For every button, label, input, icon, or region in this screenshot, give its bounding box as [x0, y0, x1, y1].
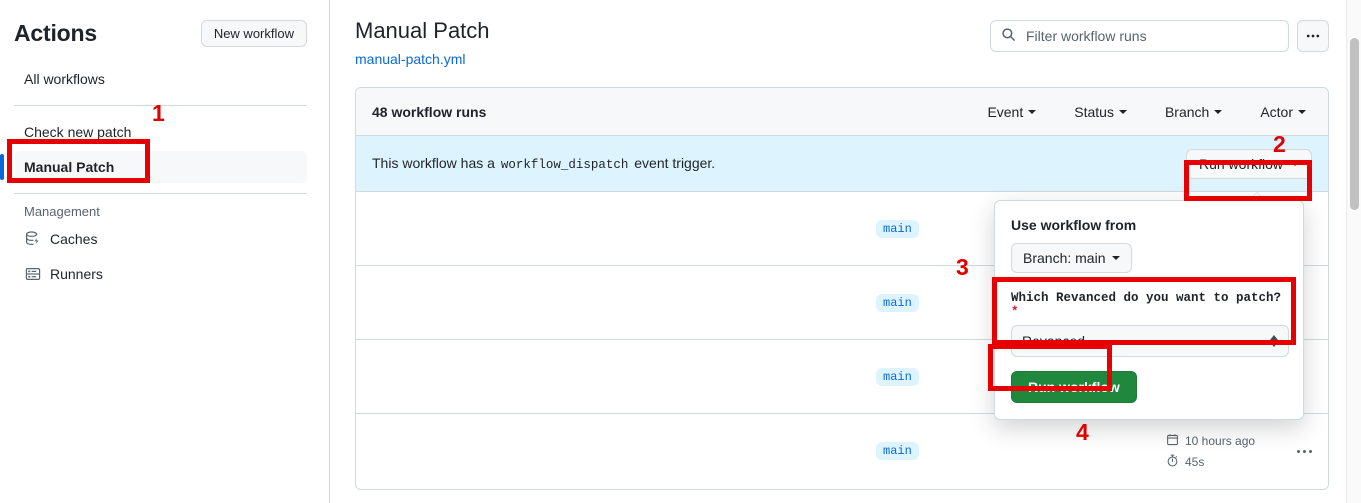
run-workflow-label: Run workflow — [1198, 155, 1283, 172]
run-timestamp: 10 hours ago — [1166, 433, 1255, 449]
revanced-select[interactable]: Revanced — [1011, 325, 1289, 357]
required-marker: * — [1011, 305, 1019, 319]
chevron-down-icon — [1298, 109, 1306, 114]
calendar-icon — [1166, 433, 1179, 449]
table-row[interactable]: main 10 hours ago — [356, 414, 1328, 488]
sidebar-header: Actions New workflow — [0, 0, 329, 47]
workflow-file-link[interactable]: manual-patch.yml — [355, 51, 466, 68]
branch-badge[interactable]: main — [876, 367, 919, 386]
filter-label: Event — [987, 103, 1024, 120]
sidebar-item-label: Runners — [50, 266, 103, 282]
branch-badge[interactable]: main — [876, 442, 919, 461]
filter-branch-button[interactable]: Branch — [1159, 103, 1228, 121]
sidebar-nav: All workflows Check new patch Manual Pat… — [0, 63, 329, 290]
vertical-scrollbar[interactable] — [1346, 0, 1361, 503]
dispatch-suffix: event trigger. — [634, 155, 716, 172]
branch-select-button[interactable]: Branch: main — [1011, 243, 1133, 273]
search-input[interactable] — [1024, 27, 1278, 45]
filter-event-button[interactable]: Event — [981, 103, 1042, 121]
sidebar-divider — [14, 193, 307, 194]
filter-status-button[interactable]: Status — [1068, 103, 1133, 121]
select-arrows-icon — [1270, 335, 1278, 347]
use-workflow-from-label: Use workflow from — [1011, 217, 1137, 233]
more-options-button[interactable] — [1297, 20, 1329, 52]
sidebar-item-caches[interactable]: Caches — [14, 223, 307, 255]
scrollbar-thumb[interactable] — [1350, 38, 1359, 210]
filter-actor-button[interactable]: Actor — [1254, 103, 1312, 121]
branch-badge[interactable]: main — [876, 219, 919, 238]
sidebar-item-check-new-patch[interactable]: Check new patch — [14, 116, 307, 148]
runs-panel-header: 48 workflow runs Event Status Branch Act… — [356, 88, 1328, 137]
workflow-title-block: Manual Patch manual-patch.yml — [355, 18, 490, 67]
run-duration: 45s — [1166, 454, 1255, 470]
filter-label: Branch — [1164, 103, 1210, 120]
sidebar-item-all-workflows[interactable]: All workflows — [14, 63, 307, 95]
duration-text: 45s — [1185, 454, 1205, 469]
dispatch-event-code: workflow_dispatch — [500, 158, 629, 173]
sidebar-item-label: Caches — [50, 231, 98, 247]
header-actions — [990, 18, 1329, 52]
submit-run-workflow-button[interactable]: Run workflow — [1011, 371, 1137, 403]
table-row[interactable]: main — [356, 266, 1328, 341]
sidebar: Actions New workflow All workflows Check… — [0, 0, 330, 503]
sidebar-section-management: Management — [24, 204, 100, 219]
filter-label: Status — [1074, 103, 1114, 120]
sidebar-divider — [14, 105, 307, 106]
run-workflow-dropdown-button[interactable]: Run workflow — [1185, 148, 1312, 179]
select-value: Revanced — [1022, 333, 1086, 349]
filter-label: Actor — [1260, 103, 1293, 120]
stopwatch-icon — [1166, 454, 1179, 470]
chevron-down-icon — [1118, 109, 1127, 114]
sidebar-item-label: Check new patch — [24, 124, 132, 140]
run-meta: 10 hours ago 45s — [1166, 433, 1255, 470]
page-title: Actions — [14, 20, 97, 46]
sidebar-item-runners[interactable]: Runners — [14, 258, 307, 290]
table-row[interactable]: main — [356, 192, 1328, 267]
row-more-options-button[interactable] — [1297, 449, 1312, 453]
dispatch-banner-text: This workflow has a workflow_dispatch ev… — [372, 155, 715, 172]
chevron-down-icon — [1112, 256, 1121, 260]
runs-count-label: 48 workflow runs — [372, 103, 487, 120]
chevron-down-icon — [1214, 109, 1223, 114]
timestamp-text: 10 hours ago — [1185, 433, 1256, 448]
branch-badge[interactable]: main — [876, 293, 919, 312]
branch-select-label: Branch: main — [1023, 250, 1106, 266]
dispatch-prefix: This workflow has a — [372, 155, 495, 172]
cache-icon — [24, 230, 42, 248]
sidebar-item-label: Manual Patch — [24, 159, 115, 175]
run-workflow-dropdown-panel: Use workflow from Branch: main Which Rev… — [994, 200, 1304, 420]
field-label-text: Which Revanced do you want to patch? — [1011, 291, 1282, 305]
input-field-label: Which Revanced do you want to patch? * — [1011, 291, 1287, 319]
runs-filters: Event Status Branch Actor — [981, 103, 1312, 121]
new-workflow-button[interactable]: New workflow — [200, 20, 307, 47]
sidebar-item-manual-patch[interactable]: Manual Patch — [0, 151, 307, 183]
runners-icon — [24, 265, 42, 283]
workflow-title: Manual Patch — [355, 18, 490, 43]
main-header: Manual Patch manual-patch.yml — [355, 0, 1329, 67]
chevron-down-icon — [1291, 161, 1299, 166]
workflow-dispatch-banner: This workflow has a workflow_dispatch ev… — [356, 136, 1328, 193]
sidebar-item-label: All workflows — [24, 71, 105, 87]
search-icon — [1001, 27, 1016, 45]
search-box[interactable] — [990, 20, 1289, 52]
chevron-down-icon — [1028, 109, 1037, 114]
